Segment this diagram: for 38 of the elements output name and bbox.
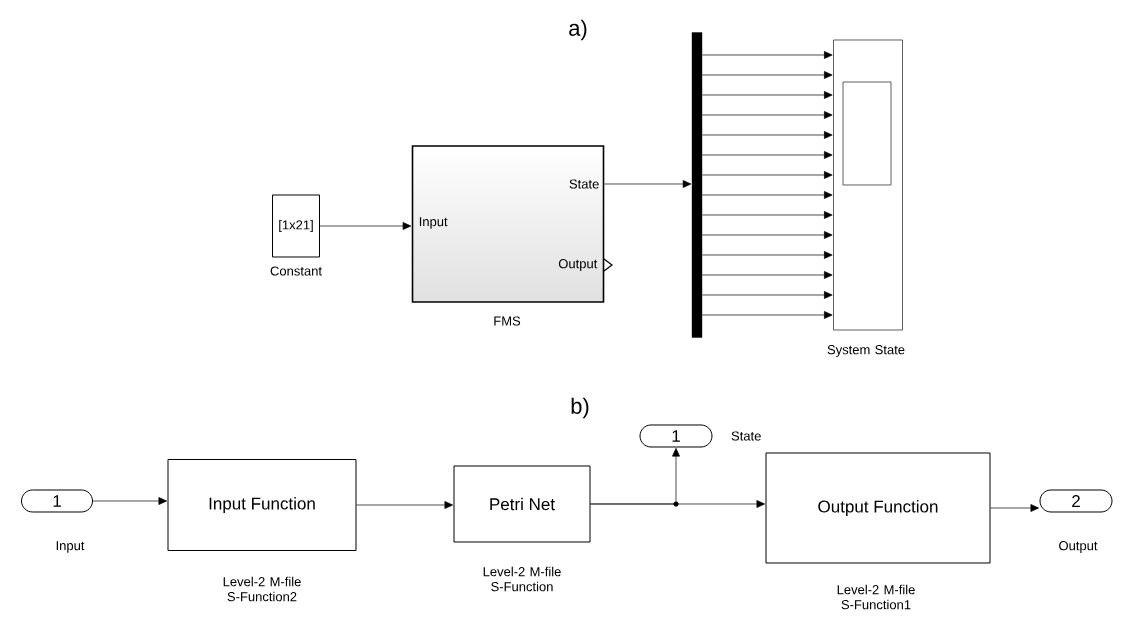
function-block: Input Function (167, 459, 357, 551)
arrow (319, 222, 412, 230)
arrow (701, 111, 833, 119)
arrow (701, 291, 833, 299)
port-label: Output (558, 259, 598, 271)
arrow (701, 171, 833, 179)
arrow (701, 151, 833, 159)
block-caption: System State (827, 345, 905, 357)
port-label: Input (419, 217, 448, 229)
block-caption: Input (56, 541, 85, 553)
arrow (92, 497, 167, 505)
function-block: Output Function (765, 452, 991, 564)
arrow (603, 180, 692, 188)
arrow (701, 311, 833, 319)
block-caption: State (731, 431, 761, 441)
port-label: State (569, 179, 599, 189)
block-caption: Constant (270, 266, 322, 276)
function-block: [1x21] (272, 194, 320, 258)
arrow (701, 191, 833, 199)
panel-label: a) (569, 19, 587, 41)
panel-label: b) (571, 397, 589, 419)
arrow (701, 71, 833, 79)
arrow (701, 91, 833, 99)
arrow (990, 504, 1039, 512)
arrow (701, 211, 833, 219)
arrow (701, 131, 833, 139)
block-caption: Output (1059, 541, 1098, 553)
block-caption: Level-2 M-file S-Function2 (223, 576, 301, 602)
arrow (701, 271, 833, 279)
arrow (356, 501, 453, 509)
block-caption: Level-2 M-file S-Function (483, 566, 561, 592)
block-caption: FMS (494, 316, 521, 326)
arrow (590, 500, 765, 508)
arrow (701, 251, 833, 259)
arrow (701, 231, 833, 239)
block-caption: Level-2 M-file S-Function1 (837, 584, 915, 610)
arrow (701, 51, 833, 59)
function-block: Petri Net (453, 465, 591, 543)
